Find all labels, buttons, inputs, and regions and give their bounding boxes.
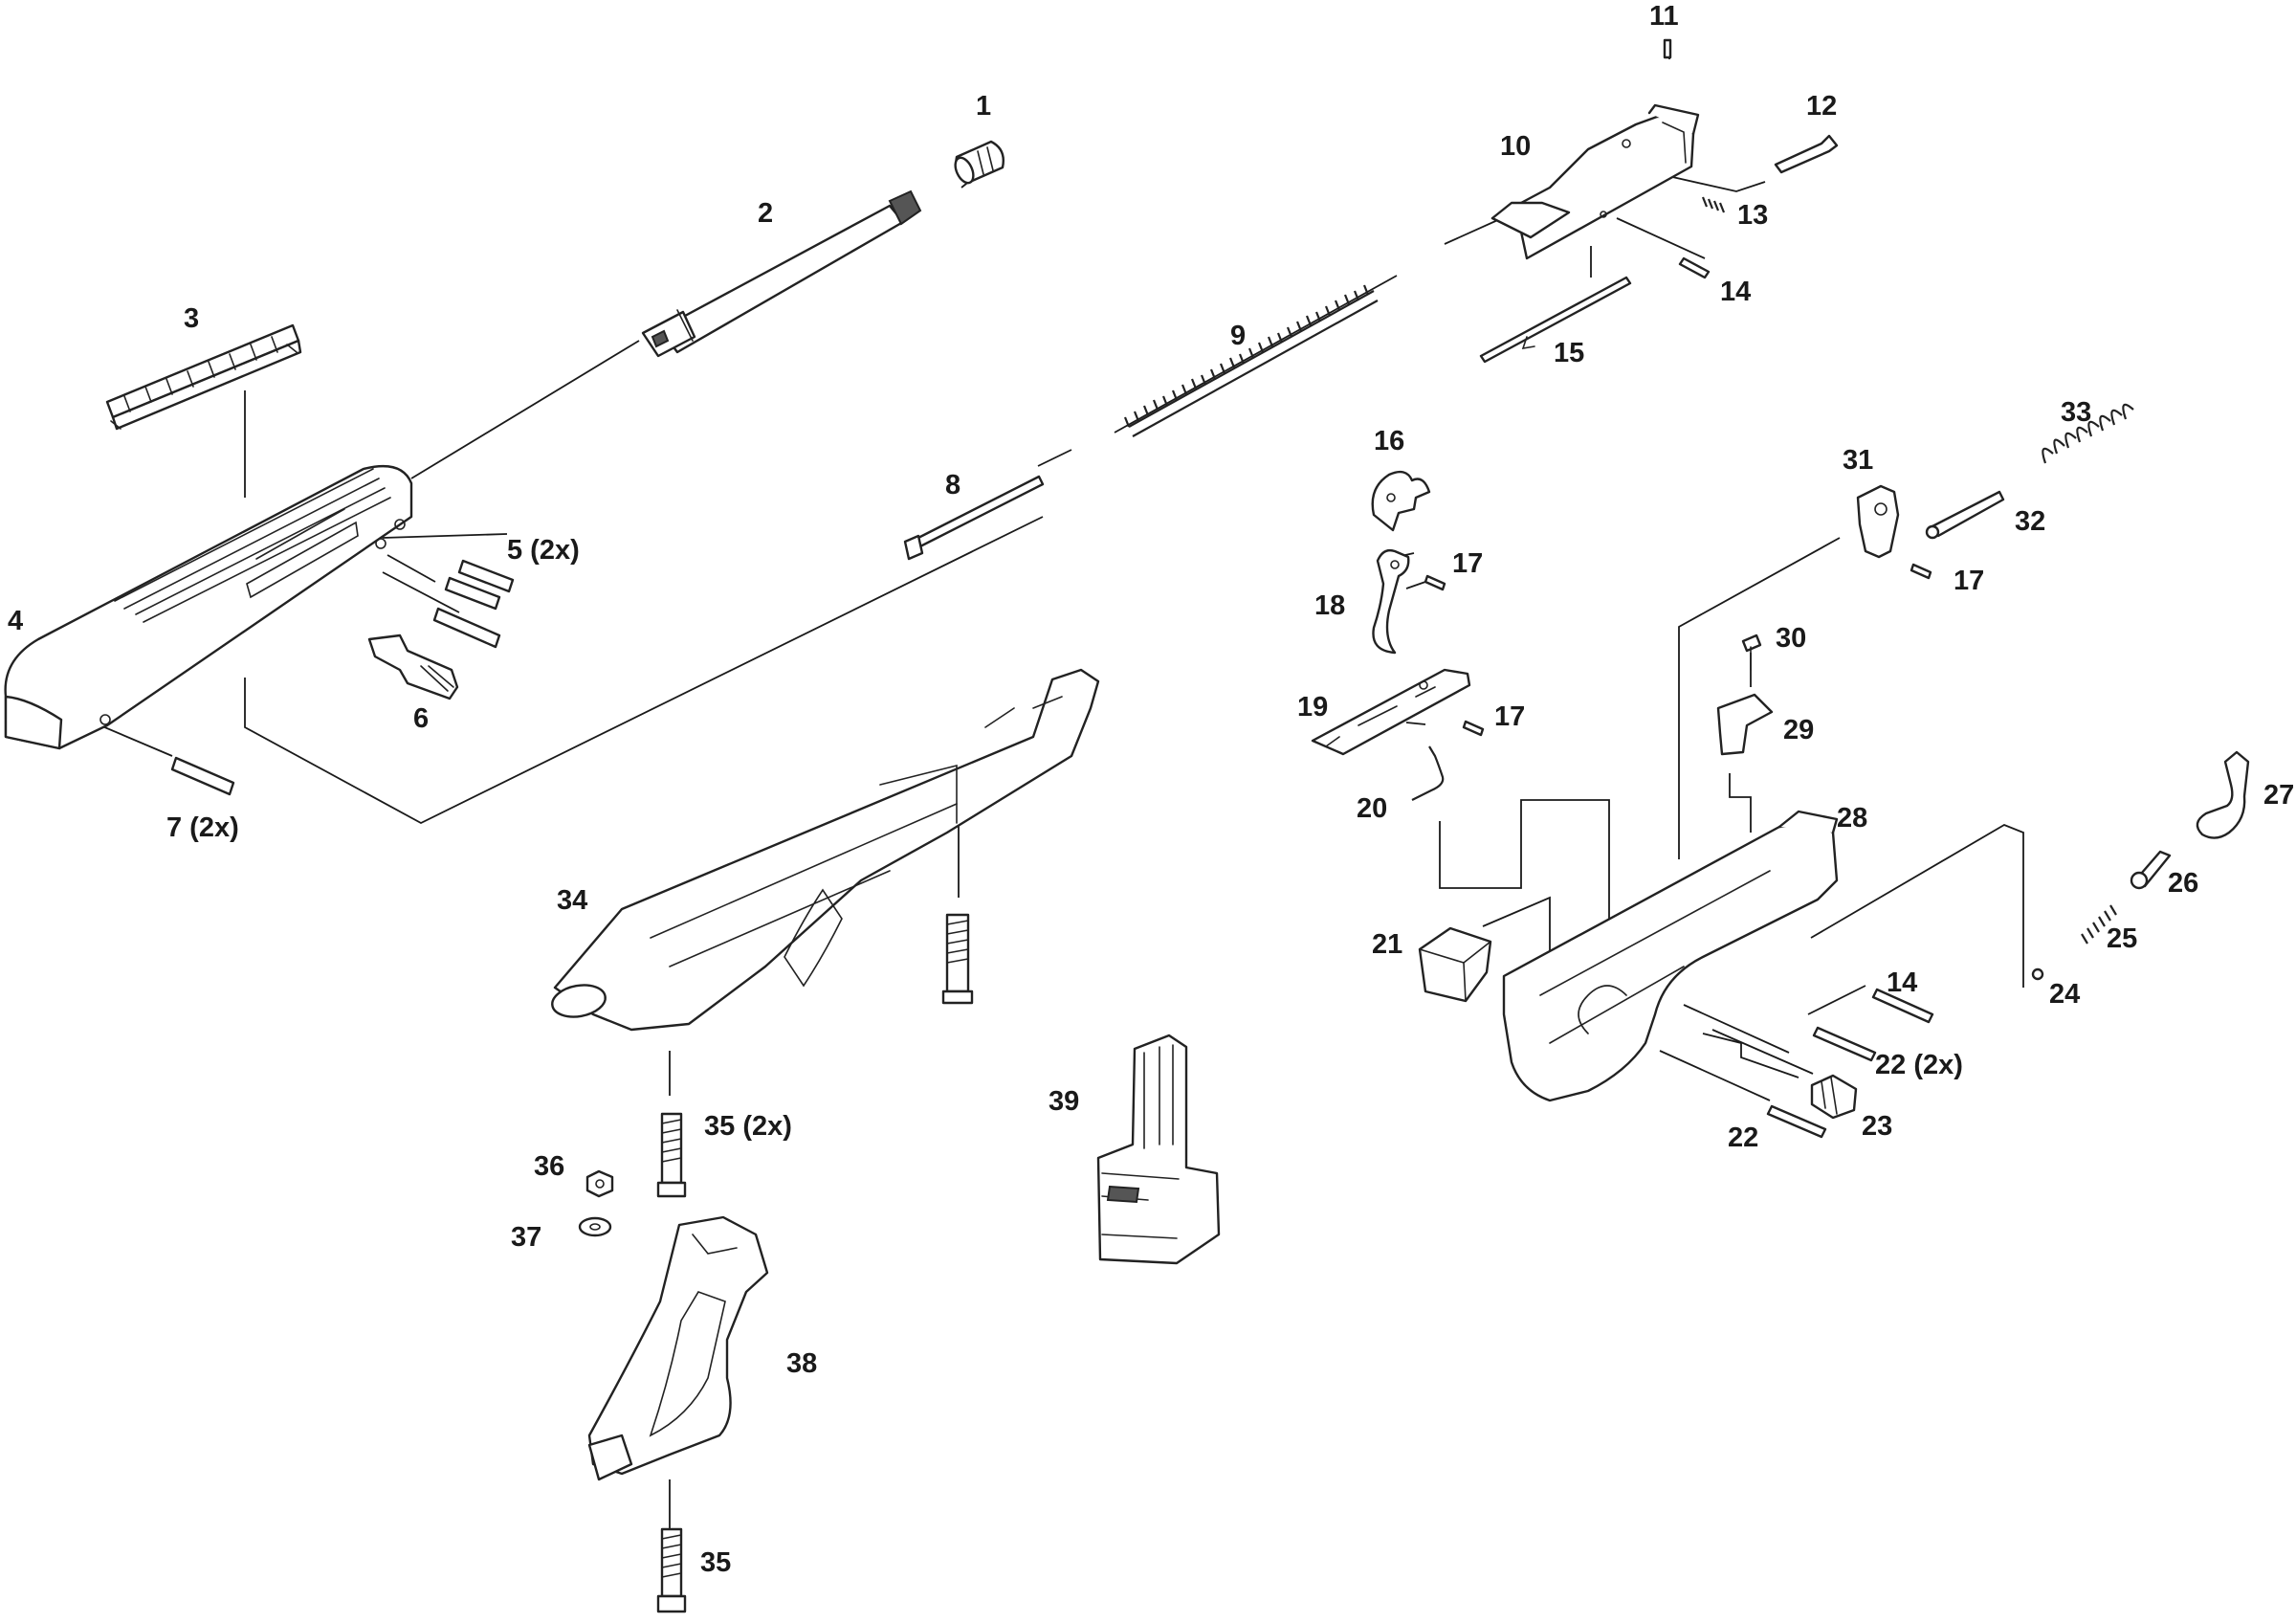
part-33-spring	[2042, 403, 2134, 464]
part-34-stock	[551, 668, 1100, 1032]
callout-18: 18	[1314, 590, 1345, 621]
callout-36: 36	[534, 1151, 564, 1182]
callout-35a: 35 (2x)	[704, 1111, 792, 1142]
part-13-spring	[1701, 196, 1726, 213]
part-3-scope-rail	[105, 323, 302, 431]
part-23-bushing	[1810, 1074, 1858, 1120]
callout-23: 23	[1862, 1111, 1892, 1142]
part-11-pin	[1663, 38, 1672, 59]
part-25-spring	[2081, 904, 2117, 945]
callout-30: 30	[1776, 623, 1806, 654]
part-22-pins	[1766, 988, 1934, 1139]
part-10-bolt	[1490, 103, 1700, 260]
callout-37: 37	[511, 1222, 541, 1253]
callout-14a: 14	[1720, 277, 1751, 307]
callout-10: 10	[1500, 131, 1531, 162]
part-6-bolt-handle	[367, 634, 459, 700]
callout-12: 12	[1806, 91, 1837, 122]
callout-22b: 22	[1728, 1123, 1758, 1153]
part-7-pins	[170, 756, 235, 796]
part-36-nut	[585, 1169, 614, 1198]
callout-6: 6	[413, 703, 429, 734]
callout-3: 3	[184, 303, 199, 334]
callout-7: 7 (2x)	[166, 812, 239, 843]
callout-24: 24	[2049, 979, 2080, 1010]
part-30-screw	[1741, 634, 1762, 671]
callout-11: 11	[1649, 1, 1679, 32]
callout-8: 8	[945, 470, 960, 500]
callout-16: 16	[1374, 426, 1404, 456]
callout-20: 20	[1357, 793, 1387, 824]
callout-33: 33	[2061, 397, 2091, 428]
part-35-screw-top	[941, 913, 974, 1005]
callout-25: 25	[2107, 923, 2137, 954]
callout-29: 29	[1783, 715, 1814, 745]
part-37-washer	[578, 1216, 612, 1237]
callout-22a: 22 (2x)	[1875, 1050, 1963, 1080]
part-18-trigger	[1372, 548, 1410, 655]
part-21-block	[1418, 926, 1492, 1003]
part-32-lever	[1925, 490, 2005, 540]
callout-38: 38	[786, 1348, 817, 1379]
part-16-hammer-piece	[1371, 470, 1431, 532]
callout-labels: 1 2 3 4 5 (2x) 6 7 (2x) 8 9 10 11 12 13 …	[8, 1, 2294, 1578]
part-12-extractor	[1774, 134, 1839, 174]
callout-31: 31	[1843, 445, 1873, 476]
part-31-safety-block	[1856, 484, 1900, 559]
part-20-spring	[1411, 745, 1445, 801]
callout-35b: 35	[700, 1547, 731, 1578]
leader-lines	[95, 48, 2024, 1555]
callout-34: 34	[557, 885, 587, 916]
part-24-ball	[2031, 967, 2044, 981]
part-17-pins	[1424, 563, 1932, 737]
part-15-firing-pin	[1479, 276, 1632, 364]
callout-28: 28	[1837, 803, 1867, 834]
part-5-pins	[432, 559, 515, 649]
part-35-screw-mid	[656, 1112, 687, 1198]
callout-32: 32	[2015, 506, 2045, 537]
callout-27: 27	[2263, 780, 2294, 811]
callout-17a: 17	[1452, 548, 1483, 579]
callout-5: 5 (2x)	[507, 535, 580, 566]
callout-21: 21	[1372, 929, 1402, 960]
callout-1: 1	[976, 91, 991, 122]
part-2-barrel	[641, 189, 922, 358]
callout-17b: 17	[1494, 701, 1525, 732]
callout-26: 26	[2168, 868, 2198, 899]
callout-19: 19	[1297, 692, 1328, 723]
callout-14b: 14	[1887, 967, 1917, 998]
part-28-trigger-housing	[1502, 810, 1839, 1102]
part-14-pin-top	[1678, 256, 1711, 279]
part-27-lever	[2196, 750, 2250, 839]
callout-17c: 17	[1954, 566, 1984, 596]
callout-2: 2	[758, 198, 773, 229]
callout-13: 13	[1737, 200, 1768, 231]
part-19-sear-bar	[1311, 668, 1471, 756]
part-4-receiver	[4, 464, 413, 750]
part-38-pistol-grip	[587, 1215, 769, 1481]
callout-39: 39	[1049, 1086, 1079, 1117]
part-35-screw-bottom	[656, 1527, 687, 1613]
callout-9: 9	[1230, 321, 1246, 351]
callout-4: 4	[8, 606, 23, 636]
part-8-guide-rod	[903, 475, 1045, 561]
part-1-muzzle-nut	[954, 140, 1004, 185]
part-39-magazine	[1096, 1034, 1221, 1265]
callout-15: 15	[1554, 338, 1584, 368]
part-26-plunger	[2130, 850, 2172, 890]
part-29-bracket	[1716, 693, 1774, 756]
part-9-recoil-spring	[1123, 284, 1379, 437]
